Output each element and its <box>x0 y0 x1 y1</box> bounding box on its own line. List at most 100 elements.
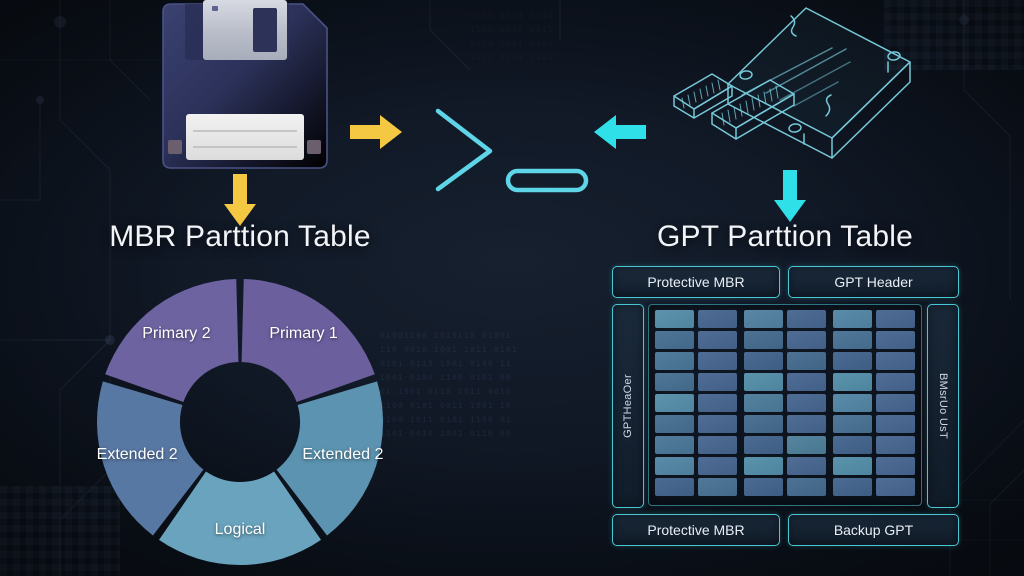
donut-slice-label: Logical <box>214 521 266 539</box>
donut-slice[interactable] <box>276 381 383 536</box>
gpt-partition-block[interactable] <box>698 352 737 370</box>
gpt-partition-block[interactable] <box>876 373 915 391</box>
gpt-bar-label: GPT Header <box>834 274 913 290</box>
gpt-bar-label: Protective MBR <box>647 522 745 538</box>
gpt-bar-label: Protective MBR <box>647 274 745 290</box>
gpt-partition-block[interactable] <box>833 373 872 391</box>
gpt-partition-block[interactable] <box>787 415 826 433</box>
gpt-bar-protective-mbr-top[interactable]: Protective MBR <box>612 266 780 298</box>
gpt-partition-block[interactable] <box>655 457 694 475</box>
gpt-grid-column <box>698 310 737 500</box>
gpt-grid-column <box>876 310 915 500</box>
gpt-partition-block[interactable] <box>876 352 915 370</box>
gpt-partition-block[interactable] <box>698 478 737 496</box>
gpt-partition-block[interactable] <box>698 394 737 412</box>
gpt-side-label-left: GPTHeaOer <box>622 374 634 438</box>
donut-slice-label: Extended 2 <box>96 446 178 464</box>
gpt-partition-block[interactable] <box>833 457 872 475</box>
gpt-layout-diagram: Protective MBR GPT Header GPTHeaOer BMsr… <box>612 266 959 546</box>
gpt-partition-block[interactable] <box>787 310 826 328</box>
donut-slice[interactable] <box>159 471 321 565</box>
gpt-partition-block[interactable] <box>787 331 826 349</box>
gpt-partition-block[interactable] <box>876 331 915 349</box>
gpt-partition-block[interactable] <box>655 352 694 370</box>
gpt-partition-block[interactable] <box>655 331 694 349</box>
donut-slice-label: Primary 2 <box>142 325 211 343</box>
gpt-partition-block[interactable] <box>744 478 783 496</box>
gpt-partition-block[interactable] <box>655 310 694 328</box>
arrow-floppy-to-terminal <box>348 112 404 157</box>
arrow-ssd-down-to-gpt <box>772 168 808 229</box>
gpt-grid-column <box>787 310 826 500</box>
gpt-partition-block[interactable] <box>698 373 737 391</box>
background-binary-text-top: 0101 1001 0110 1100 0010 1011 0110 1001 … <box>470 12 555 63</box>
gpt-bar-label: Backup GPT <box>833 522 914 538</box>
gpt-partition-block[interactable] <box>876 478 915 496</box>
gpt-grid-column <box>833 310 872 500</box>
gpt-partition-block[interactable] <box>876 436 915 454</box>
gpt-partition-block[interactable] <box>744 310 783 328</box>
gpt-side-panel-left[interactable]: GPTHeaOer <box>612 304 644 508</box>
gpt-partition-block[interactable] <box>876 415 915 433</box>
gpt-partition-block[interactable] <box>655 373 694 391</box>
gpt-partition-block[interactable] <box>698 436 737 454</box>
donut-slice[interactable] <box>105 279 239 402</box>
gpt-partition-block[interactable] <box>744 457 783 475</box>
gpt-partition-block[interactable] <box>698 310 737 328</box>
donut-slice-label: Extended 2 <box>302 446 384 464</box>
donut-slice[interactable] <box>96 381 204 536</box>
gpt-partition-block[interactable] <box>787 352 826 370</box>
gpt-partition-block[interactable] <box>833 478 872 496</box>
background-binary-text-center: 01001100 1010110 01001 110 0010 1001 101… <box>380 332 519 439</box>
ssd-drive-icon <box>660 0 930 170</box>
gpt-partition-block[interactable] <box>744 331 783 349</box>
arrow-floppy-down-to-mbr <box>222 172 258 233</box>
gpt-bar-backup-gpt-bottom[interactable]: Backup GPT <box>788 514 959 546</box>
gpt-partition-block[interactable] <box>833 394 872 412</box>
gpt-partition-block[interactable] <box>787 373 826 391</box>
gpt-partition-block[interactable] <box>744 415 783 433</box>
gpt-partition-block[interactable] <box>876 457 915 475</box>
gpt-partition-block[interactable] <box>833 310 872 328</box>
gpt-partition-block[interactable] <box>833 352 872 370</box>
terminal-prompt-icon <box>418 95 608 205</box>
gpt-grid-group <box>744 310 826 500</box>
gpt-partition-block[interactable] <box>744 352 783 370</box>
background-dot-grid-left <box>0 486 120 576</box>
donut-slice[interactable] <box>241 279 375 402</box>
gpt-partition-block[interactable] <box>744 373 783 391</box>
gpt-partition-block[interactable] <box>833 415 872 433</box>
gpt-grid-group <box>833 310 915 500</box>
gpt-partition-block[interactable] <box>655 415 694 433</box>
gpt-partition-block[interactable] <box>876 394 915 412</box>
gpt-partition-block[interactable] <box>876 310 915 328</box>
gpt-bar-protective-mbr-bottom[interactable]: Protective MBR <box>612 514 780 546</box>
gpt-partition-block[interactable] <box>698 457 737 475</box>
background-dot-grid-right <box>884 0 1024 70</box>
gpt-section-title: GPT Parttion Table <box>657 220 913 253</box>
gpt-partition-block[interactable] <box>655 478 694 496</box>
gpt-partition-block[interactable] <box>698 331 737 349</box>
gpt-partition-block[interactable] <box>744 394 783 412</box>
gpt-partition-block[interactable] <box>787 478 826 496</box>
arrow-ssd-to-terminal <box>592 112 648 157</box>
gpt-partition-block[interactable] <box>744 436 783 454</box>
floppy-disk-icon <box>155 0 335 180</box>
donut-slice-label: Primary 1 <box>269 325 338 343</box>
gpt-grid-column <box>744 310 783 500</box>
gpt-partition-grid <box>648 304 922 506</box>
gpt-partition-block[interactable] <box>833 331 872 349</box>
mbr-donut-chart: Primary 1 Extended 2 Logical Extended 2 Prim… <box>95 277 385 567</box>
gpt-partition-block[interactable] <box>655 436 694 454</box>
gpt-side-panel-right[interactable]: BMsrUo UsT <box>927 304 959 508</box>
gpt-partition-block[interactable] <box>787 394 826 412</box>
gpt-partition-block[interactable] <box>698 415 737 433</box>
gpt-partition-block[interactable] <box>655 394 694 412</box>
gpt-bar-gpt-header-top[interactable]: GPT Header <box>788 266 959 298</box>
gpt-grid-column <box>655 310 694 500</box>
gpt-partition-block[interactable] <box>787 436 826 454</box>
gpt-partition-block[interactable] <box>787 457 826 475</box>
mbr-section-title: MBR Parttion Table <box>109 220 371 253</box>
gpt-grid-group <box>655 310 737 500</box>
gpt-partition-block[interactable] <box>833 436 872 454</box>
